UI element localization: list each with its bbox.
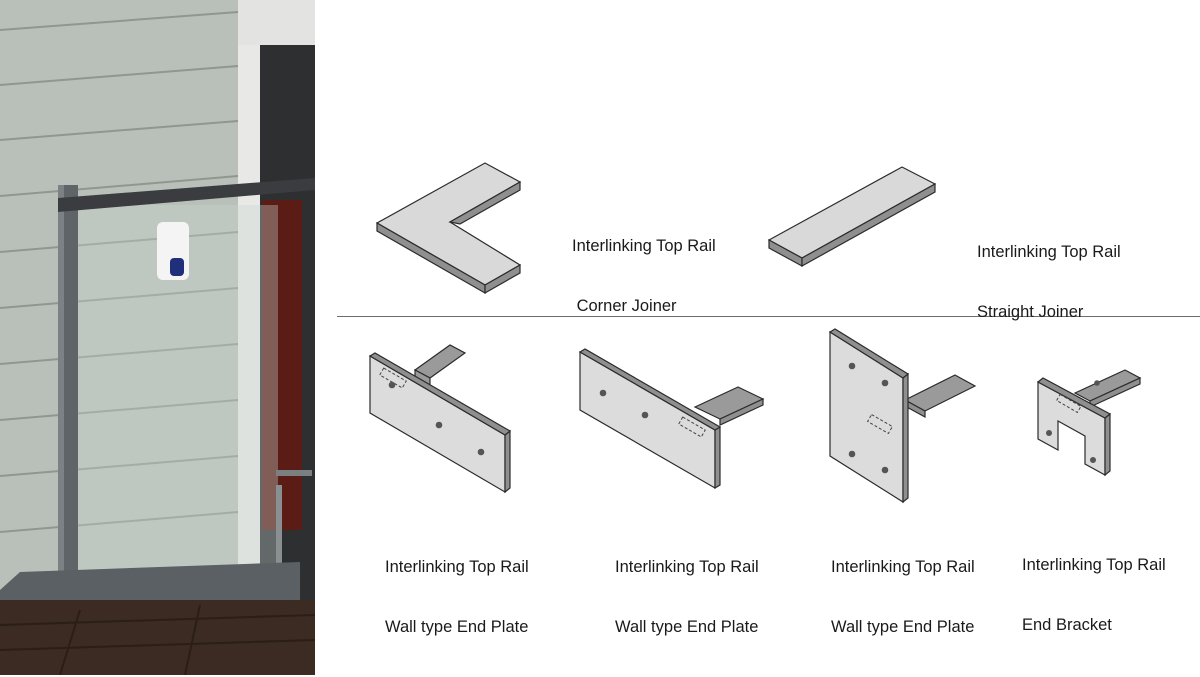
end-plate-1-drawing [368, 344, 512, 494]
caption-line: End Bracket [1022, 616, 1112, 634]
caption-line: Interlinking Top Rail [385, 558, 529, 576]
caption-line: Wall type End Plate [831, 618, 975, 636]
caption-line: Interlinking Top Rail [831, 558, 975, 576]
caption-line: Wall type End Plate [385, 618, 529, 636]
straight-joiner-drawing [767, 166, 937, 268]
section-divider [337, 316, 1200, 317]
caption-line: Interlinking Top Rail [615, 558, 759, 576]
end-plate-3-drawing [828, 328, 977, 504]
end-plate-2-drawing [578, 348, 765, 490]
caption-straight-joiner: Interlinking Top Rail Straight Joiner [977, 202, 1121, 362]
caption-line: Corner Joiner [572, 297, 677, 315]
caption-line: Interlinking Top Rail [572, 237, 716, 255]
corner-joiner-drawing [375, 162, 522, 295]
installation-photo [0, 0, 315, 675]
caption-line: Wall type End Plate [615, 618, 759, 636]
end-bracket-drawing [1036, 369, 1142, 477]
caption-line: Interlinking Top Rail [1022, 556, 1166, 574]
caption-end-plate-1: Interlinking Top Rail Wall type End Plat… [385, 517, 529, 677]
caption-end-plate-3: Interlinking Top Rail Wall type End Plat… [831, 517, 975, 677]
components-drawing: .face { fill: #d9d9d9; stroke: #2b2b2b; … [368, 162, 1142, 504]
caption-line: Interlinking Top Rail [977, 243, 1121, 261]
caption-line: Straight Joiner [977, 303, 1084, 321]
caption-corner-joiner: Interlinking Top Rail Corner Joiner [572, 196, 716, 356]
installation-photo-illustration [0, 0, 315, 675]
caption-end-bracket: Interlinking Top Rail End Bracket [1022, 515, 1166, 675]
caption-end-plate-2: Interlinking Top Rail Wall type End Plat… [615, 517, 759, 677]
components-diagram: .face { fill: #d9d9d9; stroke: #2b2b2b; … [315, 0, 1200, 675]
